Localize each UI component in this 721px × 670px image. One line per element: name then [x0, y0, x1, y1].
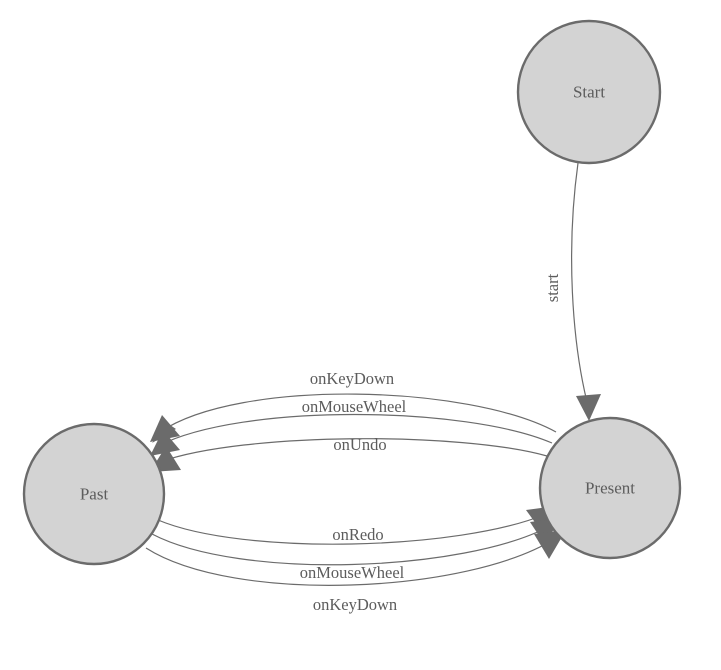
edge-present-to-past-onundo-label: onUndo — [333, 435, 386, 454]
node-past-label: Past — [80, 485, 109, 504]
edge-present-to-past-onmousewheel-arrowhead — [150, 430, 180, 456]
edge-present-to-past-onmousewheel-label: onMouseWheel — [302, 397, 407, 416]
edge-start-to-present-arrowhead — [576, 394, 601, 421]
edge-start-to-present-path — [571, 162, 588, 403]
edge-start-to-present-label: start — [543, 273, 562, 302]
edge-past-to-present-onredo-label: onRedo — [332, 525, 383, 544]
edge-present-to-past-onundo-path — [159, 438, 548, 463]
edge-present-to-past-onmousewheel[interactable]: onMouseWheel — [150, 397, 553, 456]
edge-past-to-present-onkeydown-arrowhead — [534, 530, 566, 559]
node-present-label: Present — [585, 479, 635, 498]
edge-past-to-present-onredo-path — [157, 513, 547, 545]
edge-past-to-present-onmousewheel-label: onMouseWheel — [300, 563, 405, 582]
edge-past-to-present-onkeydown-label: onKeyDown — [313, 595, 397, 614]
edge-present-to-past-onkeydown-label: onKeyDown — [310, 369, 394, 388]
edge-past-to-present-onkeydown-path — [145, 537, 557, 586]
edge-present-to-past-onmousewheel-path — [157, 413, 553, 447]
node-present-circle — [538, 416, 682, 560]
edge-past-to-present-onmousewheel[interactable]: onMouseWheel — [151, 518, 560, 582]
node-start-circle — [516, 19, 662, 165]
node-past[interactable]: Past — [22, 422, 166, 566]
node-present[interactable]: Present — [538, 416, 682, 560]
edge-present-to-past-onkeydown-arrowhead-solid — [150, 415, 180, 442]
edge-past-to-present-onmousewheel-path — [151, 525, 551, 566]
edge-start-to-present[interactable]: start — [543, 162, 601, 421]
node-start-label: Start — [573, 83, 605, 102]
edge-present-to-past-onkeydown-path — [159, 393, 557, 433]
edge-present-to-past-onundo[interactable]: onUndo — [150, 435, 548, 472]
node-past-circle — [22, 422, 166, 566]
node-start[interactable]: Start — [516, 19, 662, 165]
edge-past-to-present-onkeydown[interactable]: onKeyDown — [145, 530, 566, 614]
edge-past-to-present-onredo[interactable]: onRedo — [157, 506, 556, 545]
